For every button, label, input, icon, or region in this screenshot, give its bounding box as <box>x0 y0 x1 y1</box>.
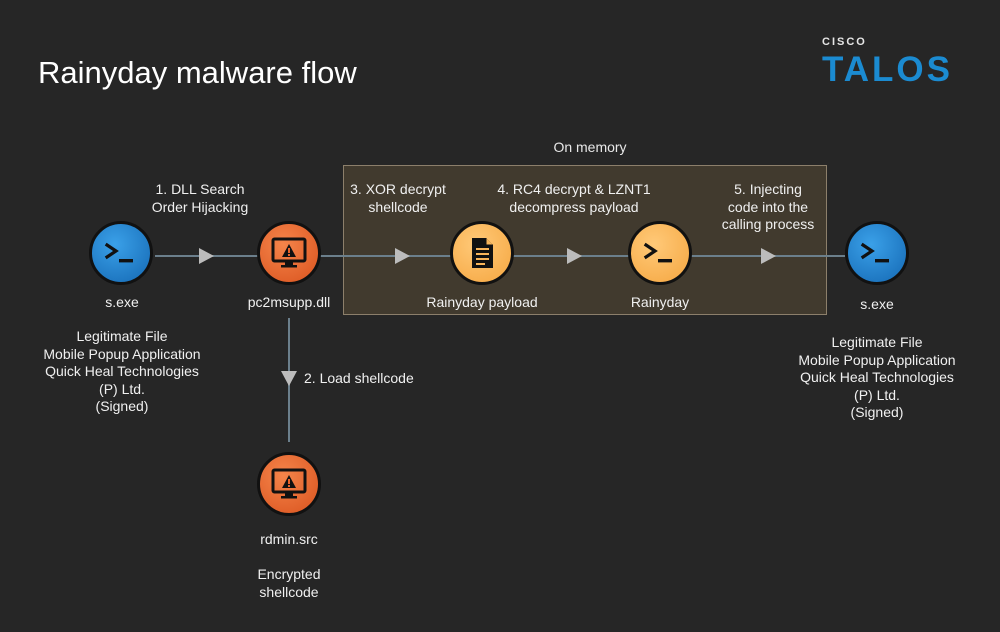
memory-region-box <box>343 165 827 315</box>
page-title: Rainyday malware flow <box>38 55 357 90</box>
step2-label: 2. Load shellcode <box>304 370 414 386</box>
monitor-warning-icon <box>271 237 307 268</box>
payload-node <box>450 221 514 285</box>
sexe-left-label: s.exe <box>105 294 139 310</box>
rdmin-node <box>257 452 321 516</box>
sexe-left-node <box>89 221 153 285</box>
sexe-right-description: Legitimate File Mobile Popup Application… <box>798 334 956 420</box>
terminal-icon <box>104 242 133 263</box>
talos-logo-text: TALOS <box>822 50 954 89</box>
sexe-left-description: Legitimate File Mobile Popup Application… <box>43 328 201 414</box>
payload-label: Rainyday payload <box>426 294 538 310</box>
rainyday-label: Rainyday <box>630 294 690 310</box>
arrow-right-icon <box>199 248 214 264</box>
document-icon <box>472 238 493 268</box>
dll-label: pc2msupp.dll <box>247 294 331 310</box>
rdmin-description: Encrypted shellcode <box>257 566 321 600</box>
sexe-right-node <box>845 221 909 285</box>
terminal-icon <box>860 242 889 263</box>
rainyday-node <box>628 221 692 285</box>
memory-region-label: On memory <box>553 139 627 155</box>
rdmin-label: rdmin.src <box>260 531 318 547</box>
arrow-right-icon <box>395 248 410 264</box>
sexe-right-label: s.exe <box>860 296 894 312</box>
terminal-icon <box>643 242 672 263</box>
dll-node <box>257 221 321 285</box>
arrow-right-icon <box>761 248 776 264</box>
arrow-down-icon <box>281 371 297 386</box>
cisco-logo-text: CISCO <box>822 36 867 48</box>
arrow-right-icon <box>567 248 582 264</box>
monitor-warning-icon <box>271 468 307 499</box>
